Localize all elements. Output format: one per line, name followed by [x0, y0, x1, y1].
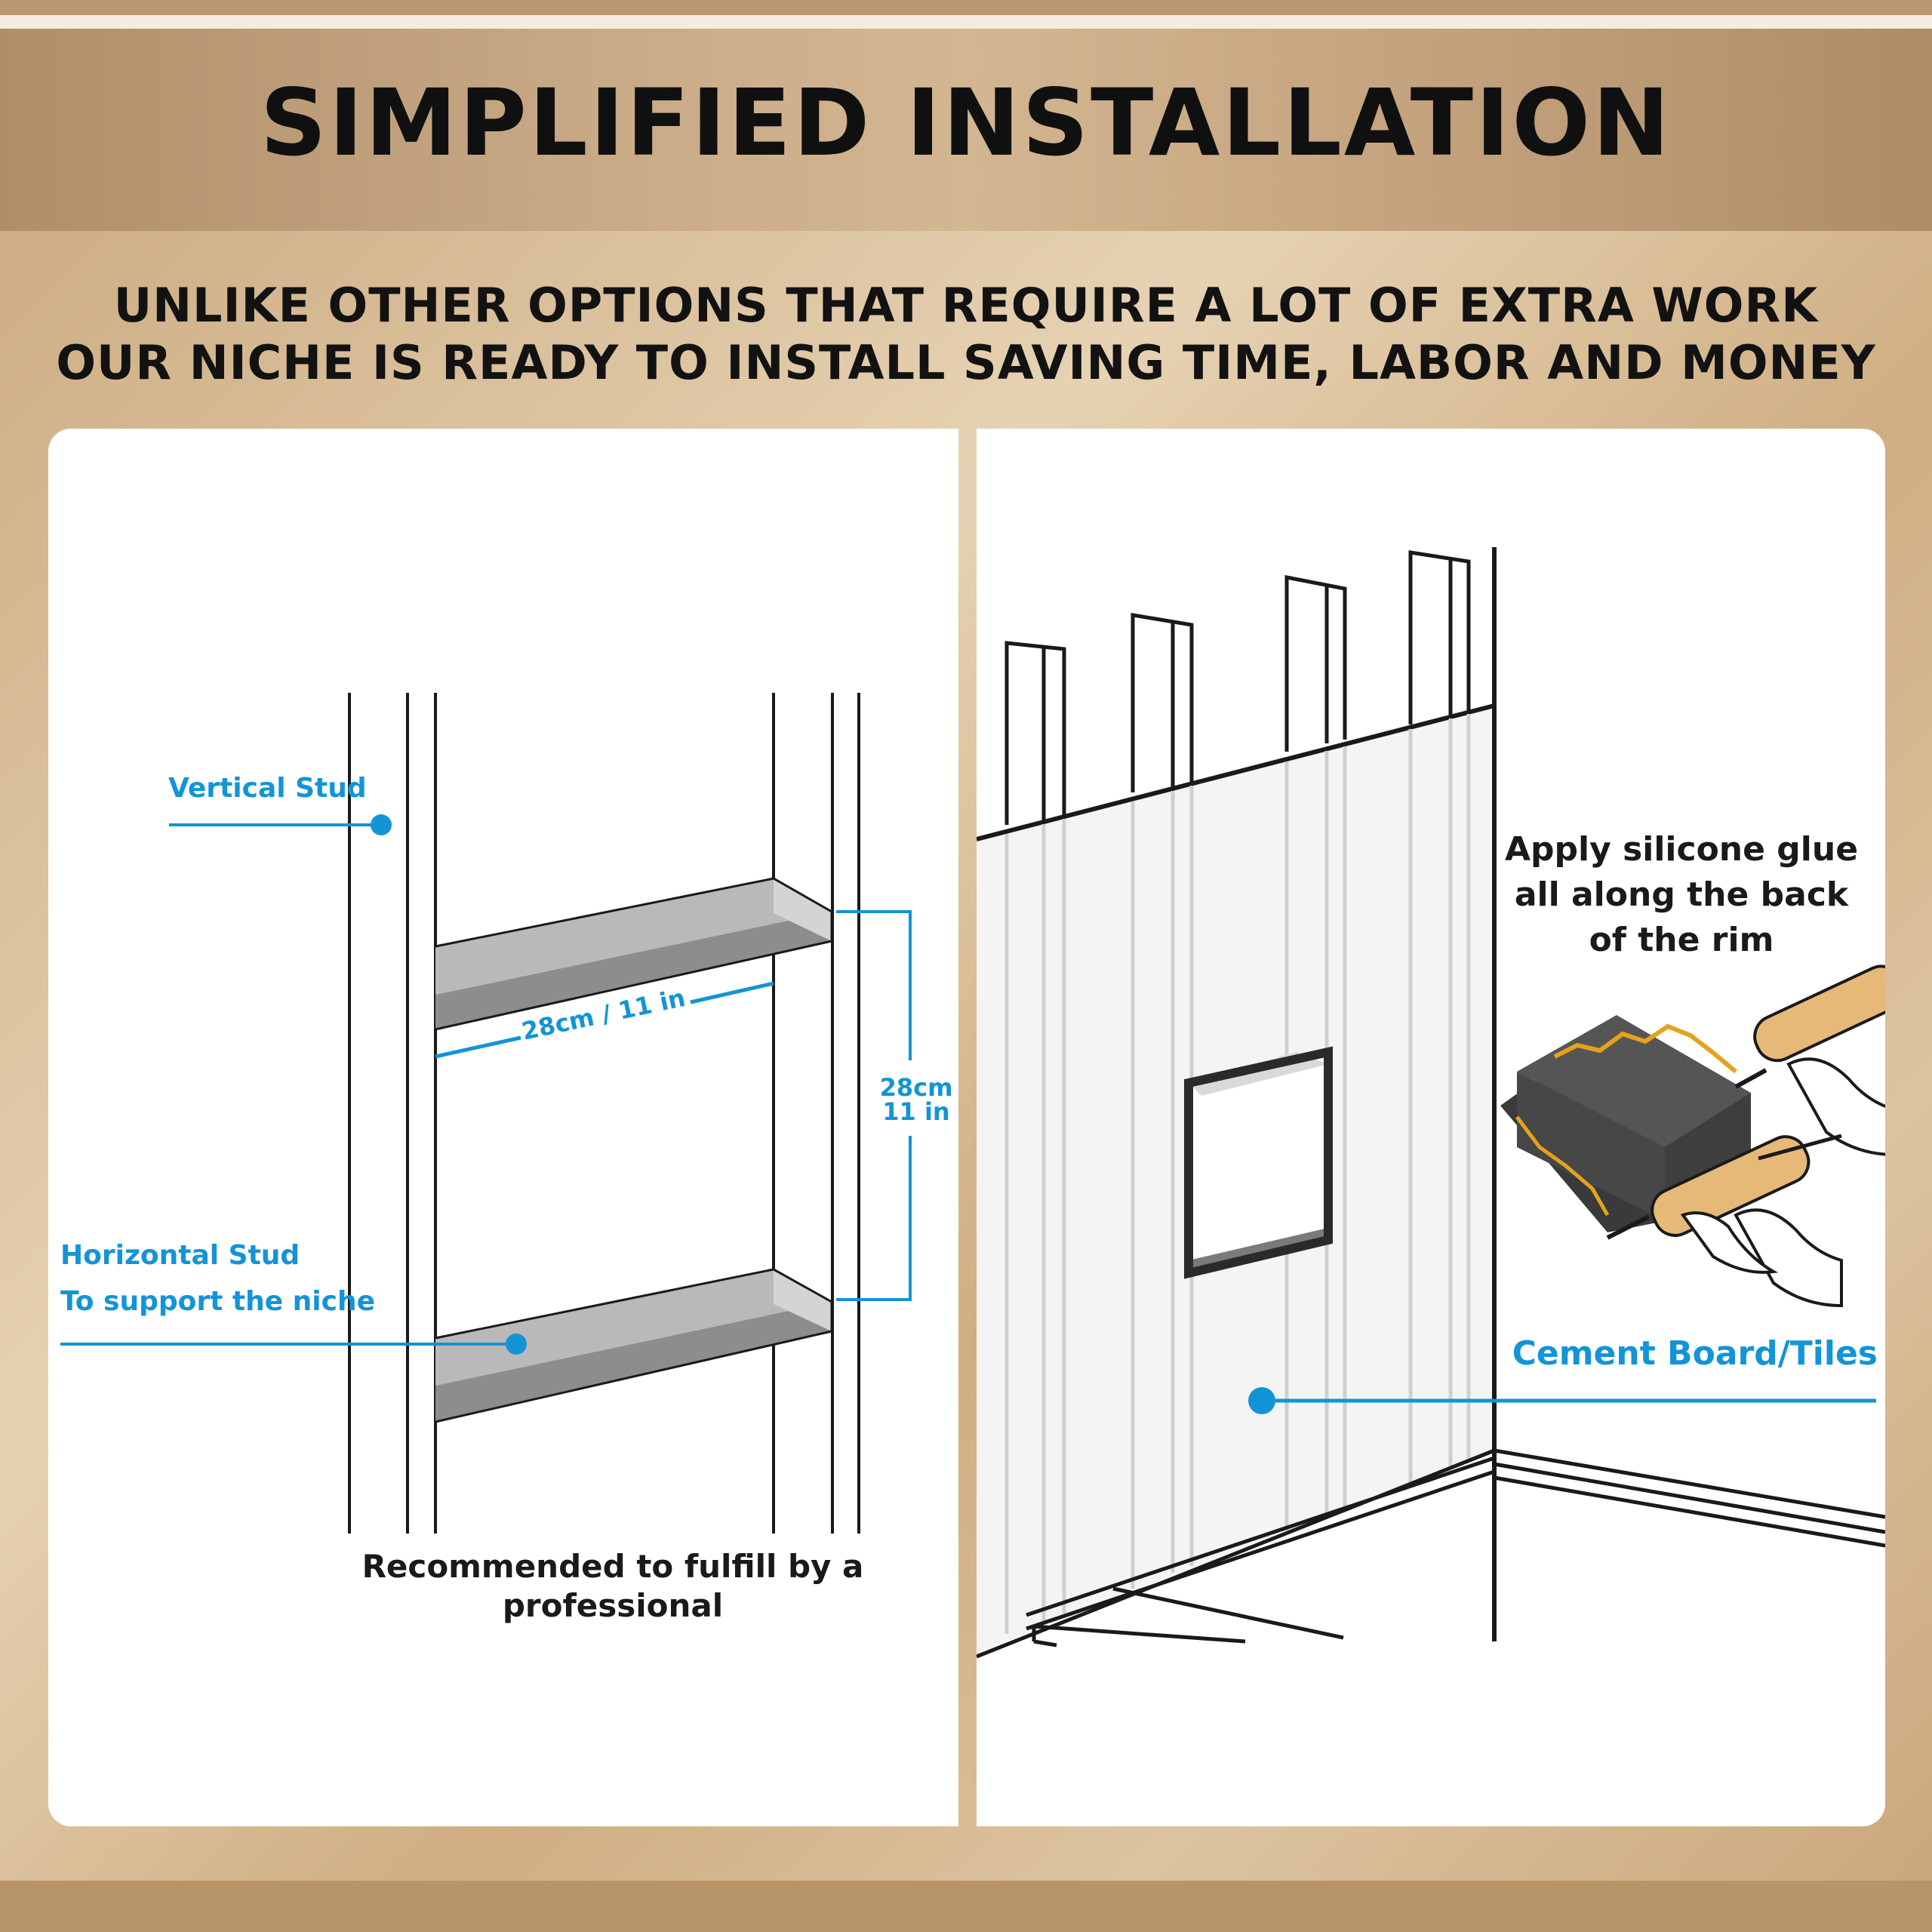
horizontal-stud-label: Horizontal Stud — [60, 1240, 300, 1271]
top-divider — [0, 15, 1932, 29]
horizontal-stud-callout: Horizontal Stud To support the niche — [60, 1240, 527, 1355]
upper-horizontal-stud — [435, 877, 833, 1031]
stud-framing-panel — [48, 429, 958, 1826]
cement-board-label: Cement Board/Tiles — [1512, 1334, 1878, 1373]
glue-instruction-line-2: all along the back — [1515, 875, 1850, 914]
niche-opening — [1184, 1046, 1333, 1279]
height-dimension-cm: 28cm — [880, 1073, 953, 1102]
floor-lines — [977, 1448, 1885, 1659]
callout-dot — [1248, 1387, 1275, 1414]
vertical-stud-callout: Vertical Stud — [168, 773, 392, 835]
bottom-band — [0, 1881, 1932, 1932]
title-band — [0, 29, 1932, 231]
glue-instruction-line-1: Apply silicone glue — [1505, 830, 1858, 869]
top-strip — [0, 0, 1932, 15]
stud-tops — [1004, 550, 1471, 825]
caulk-gun-lower — [1606, 1134, 1843, 1308]
height-dimension: 28cm 11 in — [836, 910, 953, 1301]
caulk-gun-upper — [1734, 964, 1885, 1157]
subtitle-line-2: OUR NICHE IS READY TO INSTALL SAVING TIM… — [56, 335, 1876, 390]
callout-dot — [371, 814, 392, 835]
glue-instruction-line-3: of the rim — [1589, 921, 1774, 959]
recommendation-line-2: professional — [503, 1587, 723, 1624]
lower-horizontal-stud — [435, 1268, 833, 1423]
subtitle-line-1: UNLIKE OTHER OPTIONS THAT REQUIRE A LOT … — [113, 278, 1819, 333]
height-dimension-in: 11 in — [882, 1097, 949, 1126]
vertical-stud-label: Vertical Stud — [168, 773, 367, 804]
callout-dot — [506, 1334, 527, 1355]
recommendation-line-1: Recommended to fulfill by a — [362, 1548, 864, 1585]
horizontal-stud-sublabel: To support the niche — [60, 1286, 375, 1317]
page-title: SIMPLIFIED INSTALLATION — [260, 69, 1672, 177]
